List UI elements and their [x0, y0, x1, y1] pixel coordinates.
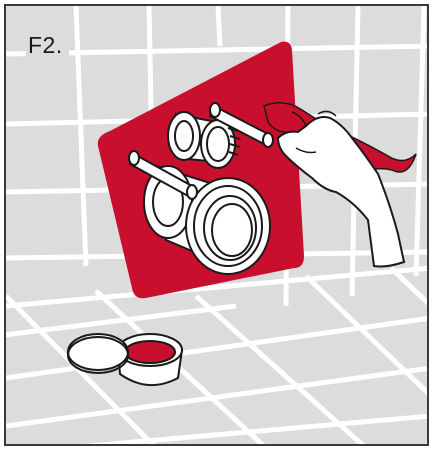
- installation-illustration: [6, 6, 429, 446]
- step-label: F2.: [26, 32, 69, 59]
- illustration-frame: F2.: [4, 4, 429, 446]
